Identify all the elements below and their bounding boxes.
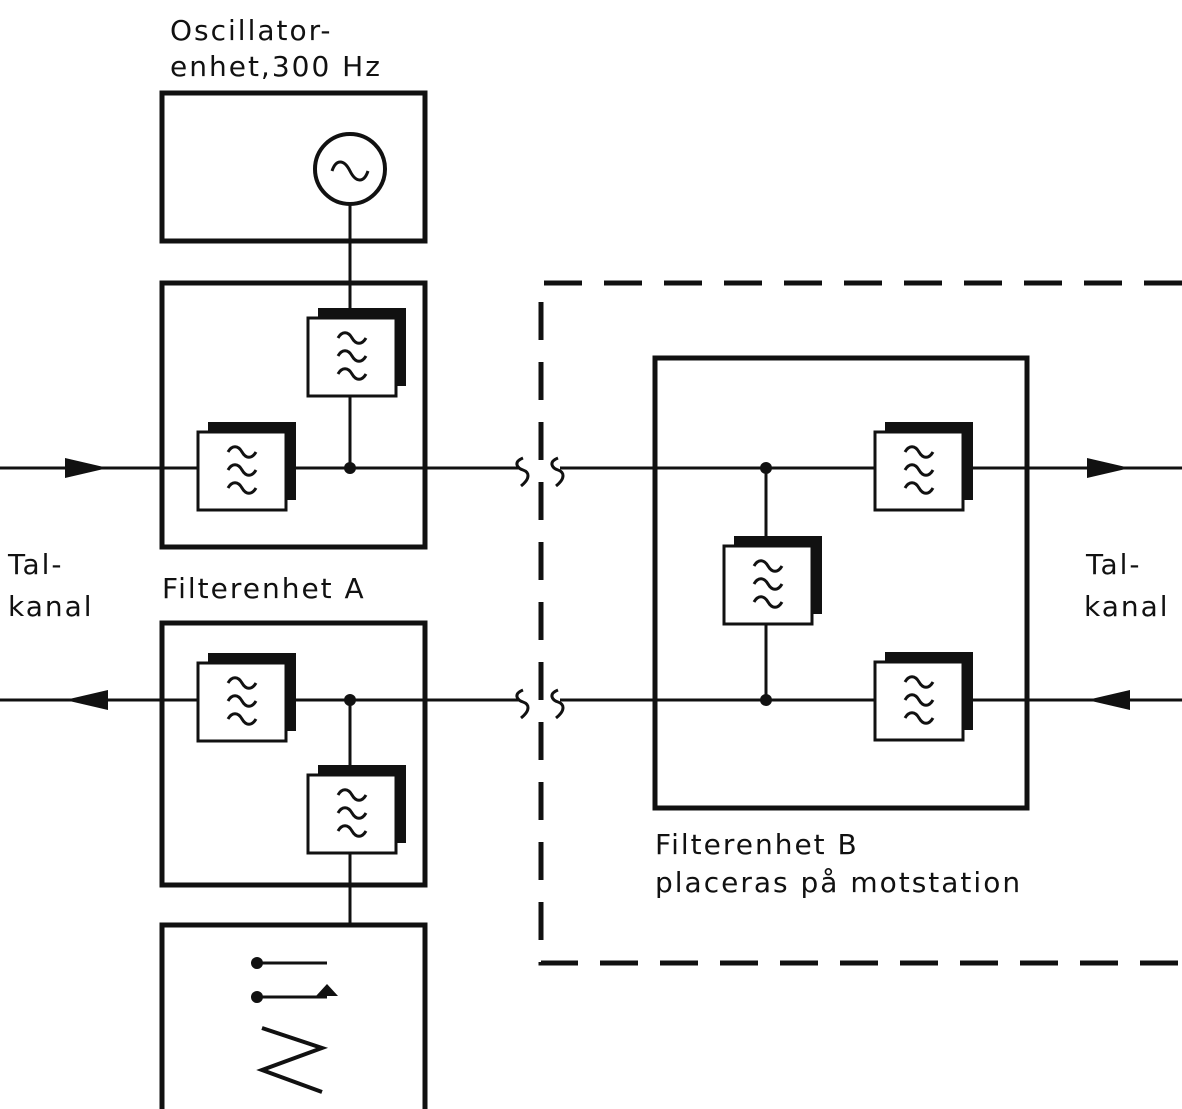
line-break-lower-icon xyxy=(515,688,565,720)
filter-a-lower-relay-filter-icon xyxy=(306,763,408,855)
oscillator-sine-source-icon xyxy=(313,132,387,206)
input-arrow-icon xyxy=(65,458,108,478)
input-arrow-right-icon xyxy=(1087,690,1130,710)
junction-dot xyxy=(344,462,356,474)
filter-unit-a-lower-box xyxy=(159,620,428,888)
line-break-upper-icon xyxy=(515,456,565,488)
filter-unit-a-label: Filterenhet A xyxy=(162,572,366,605)
filter-unit-a-upper-box xyxy=(159,280,428,550)
talkanal-right-label-line2: kanal xyxy=(1084,590,1170,623)
relay-unit-box xyxy=(159,922,428,1109)
filter-a-upper-channel-filter-icon xyxy=(196,420,298,512)
oscillator-label-line2: enhet,300 Hz xyxy=(170,50,382,83)
filter-a-upper-oscillator-filter-icon xyxy=(306,306,408,398)
output-arrow-icon xyxy=(1087,458,1130,478)
filter-unit-b-label-line1: Filterenhet B xyxy=(655,828,859,861)
filter-b-upper-filter-icon xyxy=(873,420,975,512)
relay-switch-icon xyxy=(251,957,338,1094)
filter-unit-b-label-line2: placeras på motstation xyxy=(655,866,1023,899)
remote-station-boundary xyxy=(538,280,1182,966)
output-arrow-left-icon xyxy=(65,690,108,710)
talkanal-left-label-line1: Tal- xyxy=(8,548,64,581)
junction-dot xyxy=(344,694,356,706)
talkanal-right-label-line1: Tal- xyxy=(1086,548,1142,581)
filter-b-bridge-filter-icon xyxy=(722,534,824,626)
oscillator-label-line1: Oscillator- xyxy=(170,14,333,47)
oscillator-unit-box xyxy=(159,90,428,244)
talkanal-left-label-line2: kanal xyxy=(8,590,94,623)
filter-unit-b-box xyxy=(652,355,1030,811)
filter-b-lower-filter-icon xyxy=(873,650,975,742)
filter-a-lower-channel-filter-icon xyxy=(196,651,298,743)
